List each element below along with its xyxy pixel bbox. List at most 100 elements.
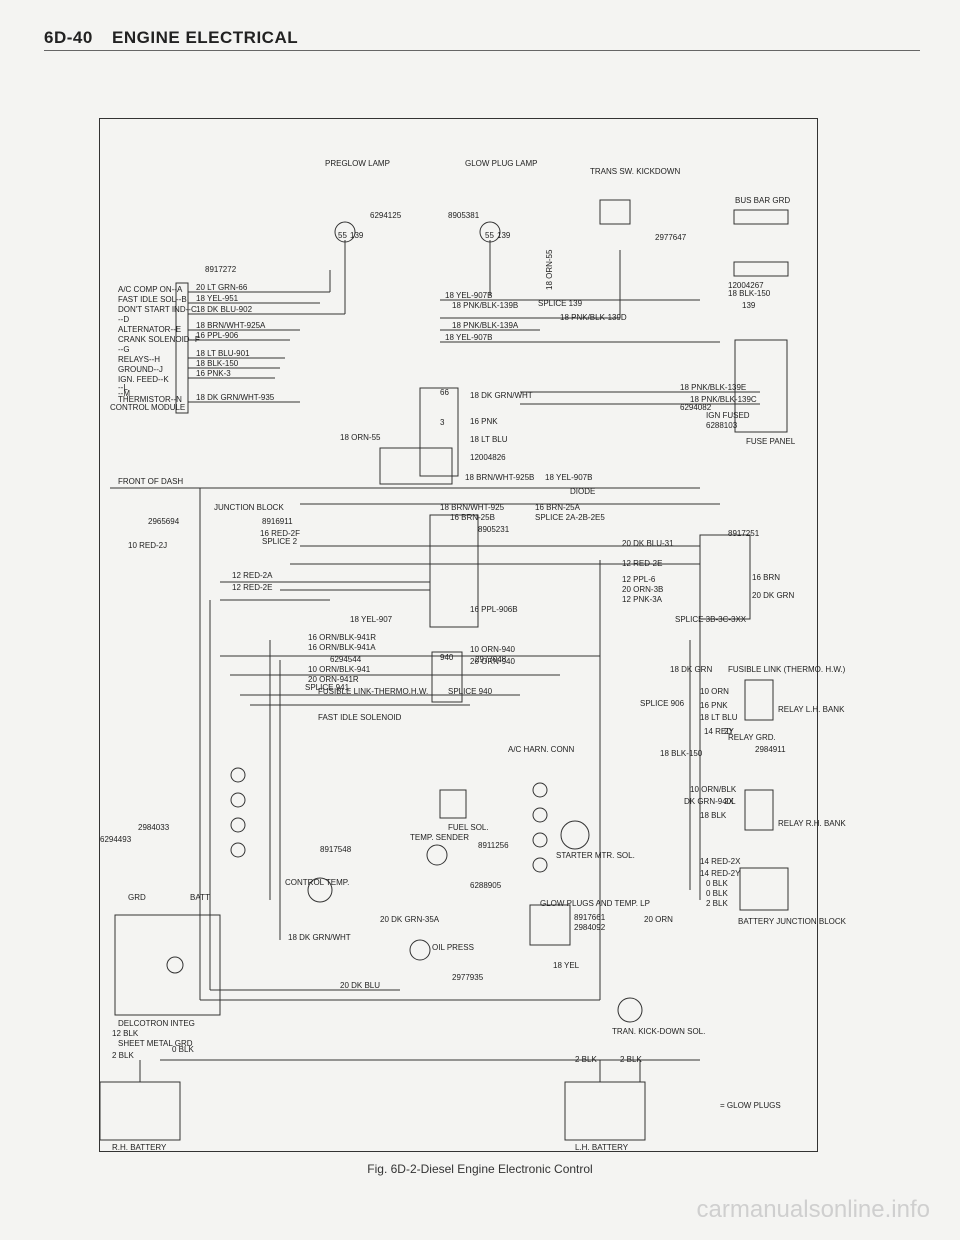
connector-pin: 139 bbox=[742, 301, 756, 310]
wire-label: 20 LT GRN-66 bbox=[196, 283, 248, 292]
wire-label: 16 BRN-25A bbox=[535, 503, 581, 512]
figure-caption: Fig. 6D-2-Diesel Engine Electronic Contr… bbox=[367, 1162, 593, 1176]
part-number: 2977935 bbox=[452, 973, 484, 982]
wire-label: 16 PPL-906 bbox=[196, 331, 239, 340]
wire-label: 18 DK GRN/WHT bbox=[470, 391, 533, 400]
wire-label: 18 BRN/WHT-925B bbox=[465, 473, 534, 482]
label-bus-bar: BUS BAR GRD bbox=[735, 196, 790, 205]
relay-rh-symbol bbox=[744, 789, 774, 831]
label-tran-kickdown: TRAN. KICK-DOWN SOL. bbox=[612, 1027, 705, 1036]
part-number: 2977048 bbox=[475, 655, 507, 664]
wire-label: 16 PNK bbox=[700, 701, 728, 710]
wire-label: 18 DK GRN/WHT-935 bbox=[196, 393, 275, 402]
wire-label: 12 PPL-6 bbox=[622, 575, 656, 584]
wire-label: 18 LT BLU-901 bbox=[196, 349, 250, 358]
label-front-of-dash: FRONT OF DASH bbox=[118, 477, 183, 486]
wire-label: 12 RED-2E bbox=[232, 583, 272, 592]
label-starter: STARTER MTR. SOL. bbox=[556, 851, 635, 860]
wire-label: 18 DK GRN/WHT bbox=[288, 933, 351, 942]
ground-label: GRD bbox=[128, 893, 146, 902]
connector-pin-labels: 55 139 55 139 139 66 3 940 2Y 2X bbox=[338, 231, 756, 806]
wire-label: 2 BLK bbox=[112, 1051, 134, 1060]
connector-pin: 55 bbox=[485, 231, 494, 240]
connector-pin: 139 bbox=[497, 231, 511, 240]
part-number: 6294544 bbox=[330, 655, 362, 664]
wire-label: 18 LT BLU bbox=[470, 435, 508, 444]
rh-battery-symbol bbox=[99, 1081, 181, 1141]
wire-label: 18 BLK-150 bbox=[196, 359, 239, 368]
temp-sender-symbol bbox=[426, 844, 448, 866]
part-number: 2977647 bbox=[655, 233, 687, 242]
label-delcotron: DELCOTRON INTEG bbox=[118, 1019, 195, 1028]
label-lh-battery: L.H. BATTERY bbox=[575, 1143, 629, 1152]
part-number: 6294493 bbox=[100, 835, 132, 844]
control-module-connector bbox=[175, 282, 189, 414]
wire-label: 16 ORN/BLK-941A bbox=[308, 643, 376, 652]
wire-label: 2 BLK bbox=[575, 1055, 597, 1064]
wire-label: 20 ORN-941R bbox=[308, 675, 359, 684]
wire-label: 10 ORN-940 bbox=[470, 645, 515, 654]
header-rule bbox=[44, 50, 920, 51]
module-pin: CRANK SOLENOID--F bbox=[118, 335, 200, 344]
wire-label: 18 YEL-907B bbox=[445, 291, 492, 300]
label-diode: DIODE bbox=[570, 487, 595, 496]
preglow-lamp-symbol bbox=[334, 221, 356, 243]
label-fast-idle-solenoid: FAST IDLE SOLENOID bbox=[318, 713, 402, 722]
wire-label: DK GRN-940L bbox=[684, 797, 736, 806]
part-number: 8917251 bbox=[728, 529, 760, 538]
oil-press-symbol bbox=[409, 939, 431, 961]
wire-label: 18 DK BLU-902 bbox=[196, 305, 253, 314]
wire-label: 18 ORN-55 bbox=[545, 249, 554, 290]
part-number-labels: 6294125 8905381 2977647 8917272 12004267… bbox=[100, 211, 786, 982]
kickdown-sol-symbol bbox=[617, 997, 643, 1023]
part-number: 8917661 bbox=[574, 913, 606, 922]
part-number: 8911256 bbox=[478, 841, 509, 850]
connector-pin: 3 bbox=[440, 418, 445, 427]
wire-label: 20 DK GRN bbox=[752, 591, 794, 600]
module-pin: --G bbox=[118, 345, 130, 354]
label-ign-fused: IGN FUSED bbox=[706, 411, 750, 420]
wire-label: 18 BLK bbox=[700, 811, 727, 820]
splice-label: SPLICE 139 bbox=[538, 299, 583, 308]
part-number: 6288103 bbox=[706, 421, 738, 430]
battery-junction-symbol bbox=[739, 867, 789, 911]
wire-label: 12 RED-2E bbox=[622, 559, 662, 568]
wire-label: 16 PPL-906B bbox=[470, 605, 518, 614]
part-number: 2984033 bbox=[138, 823, 170, 832]
label-battery-junction: BATTERY JUNCTION BLOCK bbox=[738, 917, 847, 926]
label-control-module: CONTROL MODULE bbox=[110, 403, 185, 412]
module-pin-labels: A/C COMP ON--A FAST IDLE SOL--B DON'T ST… bbox=[118, 285, 200, 404]
module-pin: IGN. FEED--K bbox=[118, 375, 169, 384]
wire-label: 18 YEL-907 bbox=[350, 615, 393, 624]
part-number: 8917548 bbox=[320, 845, 352, 854]
connector-pin: 2X bbox=[724, 797, 734, 806]
connector-pin: 139 bbox=[350, 231, 364, 240]
wire-label: 18 BLK-150 bbox=[660, 749, 703, 758]
part-number: 8916911 bbox=[262, 517, 293, 526]
wire-label: 16 BRN bbox=[752, 573, 780, 582]
wire-label: 18 LT BLU bbox=[700, 713, 738, 722]
wire-label: 10 ORN bbox=[700, 687, 729, 696]
section-number: 6D-40 bbox=[44, 28, 93, 47]
module-pin: RELAYS--H bbox=[118, 355, 160, 364]
part-number: 8905381 bbox=[448, 211, 480, 220]
glow-plug-lamp-symbol bbox=[479, 221, 501, 243]
module-pin: ALTERNATOR--E bbox=[118, 325, 181, 334]
label-glow-plug-lamp: GLOW PLUG LAMP bbox=[465, 159, 537, 168]
module-pin: --D bbox=[118, 315, 129, 324]
ground-labels: GRD BATT bbox=[128, 893, 210, 902]
component-labels: PREGLOW LAMP GLOW PLUG LAMP TRANS SW. KI… bbox=[110, 159, 847, 1152]
part-number: 12004267 bbox=[728, 281, 764, 290]
trans-sw-symbol bbox=[599, 199, 631, 225]
wire-label: 10 ORN/BLK bbox=[690, 785, 737, 794]
lh-battery-symbol bbox=[564, 1081, 646, 1141]
wire-label: 12 PNK-3A bbox=[622, 595, 663, 604]
wiring-lines bbox=[99, 199, 789, 1141]
junction-block-connector bbox=[429, 514, 479, 628]
wire-label: 18 BLK-150 bbox=[728, 289, 771, 298]
control-temp-symbol bbox=[307, 877, 333, 903]
wire-label: 18 YEL bbox=[553, 961, 580, 970]
connector-pin: 66 bbox=[440, 388, 449, 397]
label-control-temp: CONTROL TEMP. bbox=[285, 878, 349, 887]
wire-label: 18 DK GRN bbox=[670, 665, 712, 674]
